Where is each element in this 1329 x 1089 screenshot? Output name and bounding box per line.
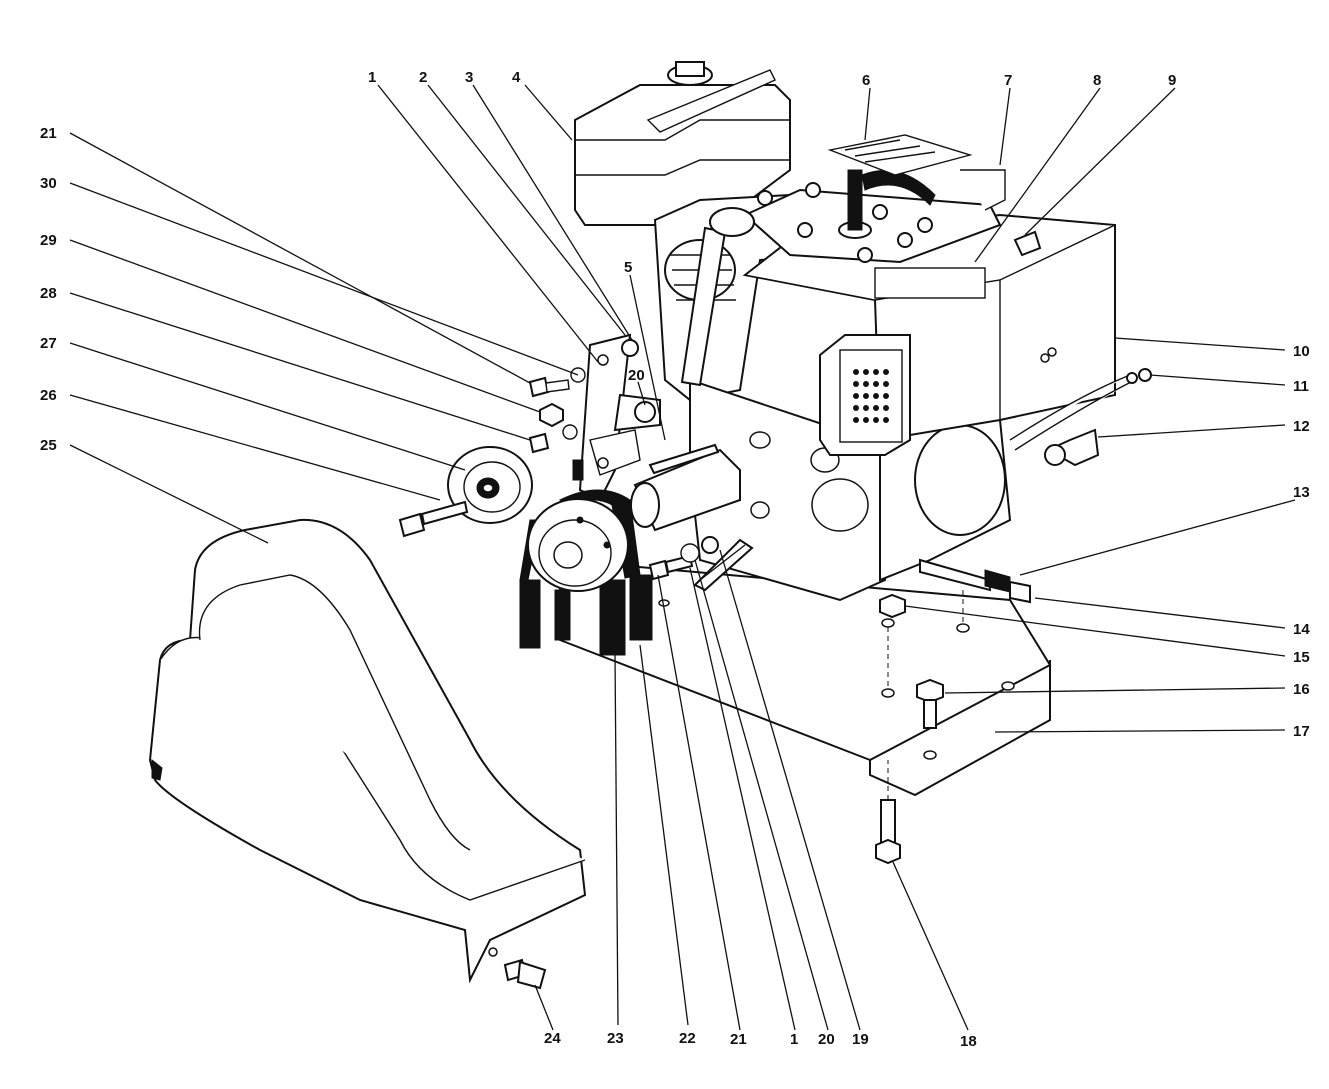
- hex-nut: [539, 402, 564, 428]
- idler-arm: [693, 538, 754, 592]
- callout-3: 3: [465, 69, 473, 86]
- callout-19: 19: [852, 1031, 869, 1048]
- leader-lines: [69, 84, 1296, 1031]
- callout-6: 6: [862, 72, 870, 89]
- callout-1-top: 1: [368, 69, 376, 86]
- callout-16: 16: [1293, 681, 1310, 698]
- belt-guard: [148, 518, 587, 984]
- muffler: [819, 334, 911, 456]
- dipstick: [680, 207, 755, 387]
- callout-9: 9: [1168, 72, 1176, 89]
- crankshaft: [630, 443, 741, 532]
- mount-bolt: [916, 678, 944, 729]
- long-bolt: [875, 799, 901, 865]
- callout-29: 29: [40, 232, 57, 249]
- callout-30: 30: [40, 175, 57, 192]
- callout-12: 12: [1293, 418, 1310, 435]
- spring: [572, 459, 584, 481]
- cylinder-head: [743, 169, 1002, 264]
- idler-bolt: [398, 500, 469, 538]
- callout-1-bottom: 1: [790, 1031, 798, 1048]
- idler-pulley: [447, 446, 533, 524]
- callout-23: 23: [607, 1030, 624, 1047]
- callout-labels: 1 2 3 4 5 6 7 8 9 10 11 12 13 14 15 16 1…: [40, 69, 1310, 1050]
- guard-bolt: [503, 958, 547, 990]
- carriage-bolt: [528, 432, 550, 454]
- engine-pulley: [527, 498, 629, 592]
- callout-4: 4: [512, 69, 521, 86]
- callout-21-left: 21: [40, 125, 57, 142]
- callout-8: 8: [1093, 72, 1101, 89]
- bolt-small-left: [528, 376, 570, 398]
- callout-20-bottom: 20: [818, 1031, 835, 1048]
- callout-18: 18: [960, 1033, 977, 1050]
- callout-11: 11: [1293, 378, 1309, 395]
- callout-20-mid: 20: [628, 367, 645, 384]
- callout-24: 24: [544, 1030, 561, 1047]
- flange-nut: [879, 593, 906, 619]
- callout-10: 10: [1293, 343, 1310, 360]
- callout-15: 15: [1293, 649, 1310, 666]
- shroud-bracket: [960, 169, 1006, 211]
- callout-26: 26: [40, 387, 57, 404]
- callout-28: 28: [40, 285, 57, 302]
- callout-25: 25: [40, 437, 57, 454]
- callout-21-bottom: 21: [730, 1031, 747, 1048]
- lockwasher-lower: [680, 543, 700, 563]
- callout-5: 5: [624, 259, 632, 276]
- callout-13: 13: [1293, 484, 1310, 501]
- starter-rope-handle: [1009, 368, 1152, 467]
- drain-extension: [919, 558, 1031, 604]
- idler-bracket: [578, 333, 661, 502]
- fuel-tank: [574, 61, 791, 226]
- callout-17: 17: [1293, 723, 1310, 740]
- callout-14: 14: [1293, 621, 1310, 638]
- callout-2: 2: [419, 69, 427, 86]
- callout-27: 27: [40, 335, 57, 352]
- callout-22: 22: [679, 1030, 696, 1047]
- decal-plate: [827, 134, 973, 176]
- callout-7: 7: [1004, 72, 1012, 89]
